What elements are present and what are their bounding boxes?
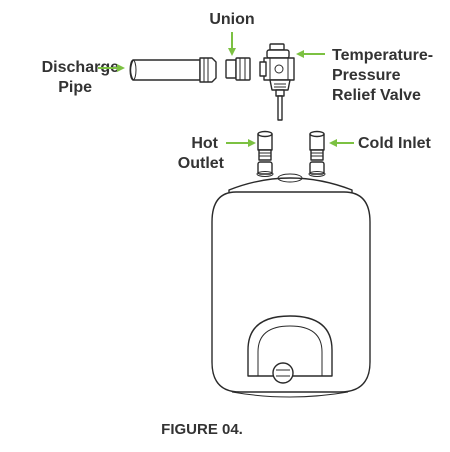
water-heater-tank xyxy=(211,161,371,398)
union-label: Union xyxy=(209,11,254,28)
figure-caption: FIGURE 04. xyxy=(161,421,243,438)
tpr-valve-label-line1: Temperature- xyxy=(332,47,433,64)
union-fitting xyxy=(225,57,251,81)
hot-outlet-label-line1: Hot xyxy=(191,135,218,152)
hot-outlet-port xyxy=(257,161,273,175)
tpr-valve-label-line2: Pressure xyxy=(332,67,401,84)
cold-inlet-port xyxy=(309,161,325,175)
discharge-pipe-label-line2: Pipe xyxy=(58,79,92,96)
discharge-pipe xyxy=(129,57,217,83)
hot-outlet-fitting xyxy=(257,130,273,161)
top-center-cap xyxy=(277,173,303,183)
cold-inlet-fitting xyxy=(309,130,325,161)
tpr-valve-label-line3: Relief Valve xyxy=(332,87,421,104)
cold-inlet-label: Cold Inlet xyxy=(358,135,432,152)
discharge-pipe-label-line1: Discharge xyxy=(42,59,119,76)
tpr-valve xyxy=(259,43,295,121)
thermostat-knob xyxy=(272,362,294,384)
hot-outlet-label-line2: Outlet xyxy=(178,155,225,172)
